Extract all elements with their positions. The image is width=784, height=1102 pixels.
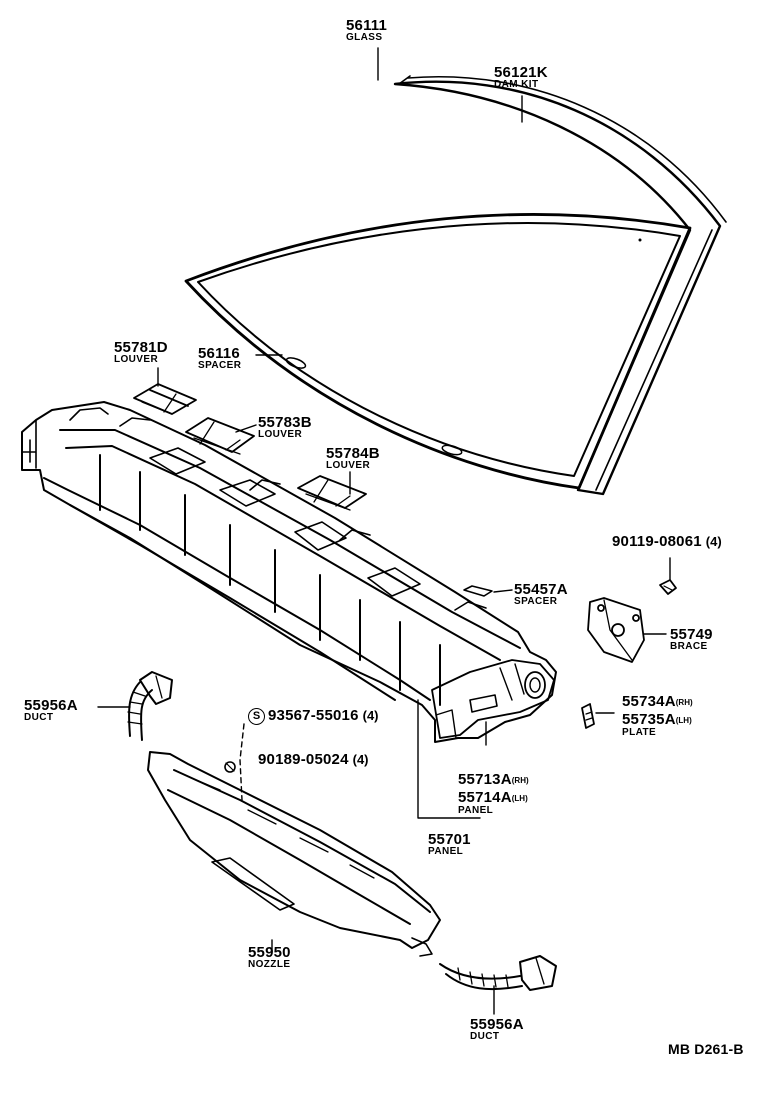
louver-55781d: [134, 384, 196, 414]
nozzle-55950: [148, 752, 440, 956]
plate-55734a: [582, 704, 594, 728]
brace-55749: [588, 598, 644, 662]
s-marker-icon: S: [248, 708, 265, 725]
bolt-90119: [660, 580, 676, 594]
panel-55701-label: 55701 PANEL: [428, 831, 471, 857]
louver-55784b: [298, 476, 366, 510]
cowl-panel: [22, 402, 556, 742]
leader-lines: [98, 48, 670, 1014]
windshield-glass: [186, 214, 690, 488]
clip-90189-label: 90189-05024(4): [258, 751, 369, 768]
louver-55781d-label: 55781D LOUVER: [114, 339, 168, 365]
spacer-56116-label: 56116 SPACER: [198, 345, 242, 371]
dam-kit: [395, 76, 726, 494]
dam-kit-label: 56121K DAM KIT: [494, 64, 548, 90]
duct-left-label: 55956A DUCT: [24, 697, 78, 723]
spacer-55457a: [464, 586, 492, 596]
brace-55749-label: 55749 BRACE: [670, 626, 713, 652]
duct-bottom: [440, 956, 556, 990]
spacer-55457a-label: 55457A SPACER: [514, 581, 568, 607]
bolt-90119-label: 90119-08061(4): [612, 533, 722, 550]
clip-90189: [225, 762, 235, 772]
nozzle-label: 55950 NOZZLE: [248, 944, 291, 970]
panel-55713a-label: 55713A(RH) 55714A(LH) PANEL: [458, 771, 529, 816]
louver-55783b-label: 55783B LOUVER: [258, 414, 312, 440]
screw-dashed-line: [240, 724, 244, 800]
duct-left: [128, 672, 172, 740]
glass-label: 56111 GLASS: [346, 17, 388, 43]
diagram-code: MB D261-B: [668, 1041, 744, 1057]
louver-55784b-label: 55784B LOUVER: [326, 445, 380, 471]
duct-bottom-label: 55956A DUCT: [470, 1016, 524, 1042]
louver-55783b: [186, 418, 254, 454]
plate-label: 55734A(RH) 55735A(LH) PLATE: [622, 693, 693, 738]
